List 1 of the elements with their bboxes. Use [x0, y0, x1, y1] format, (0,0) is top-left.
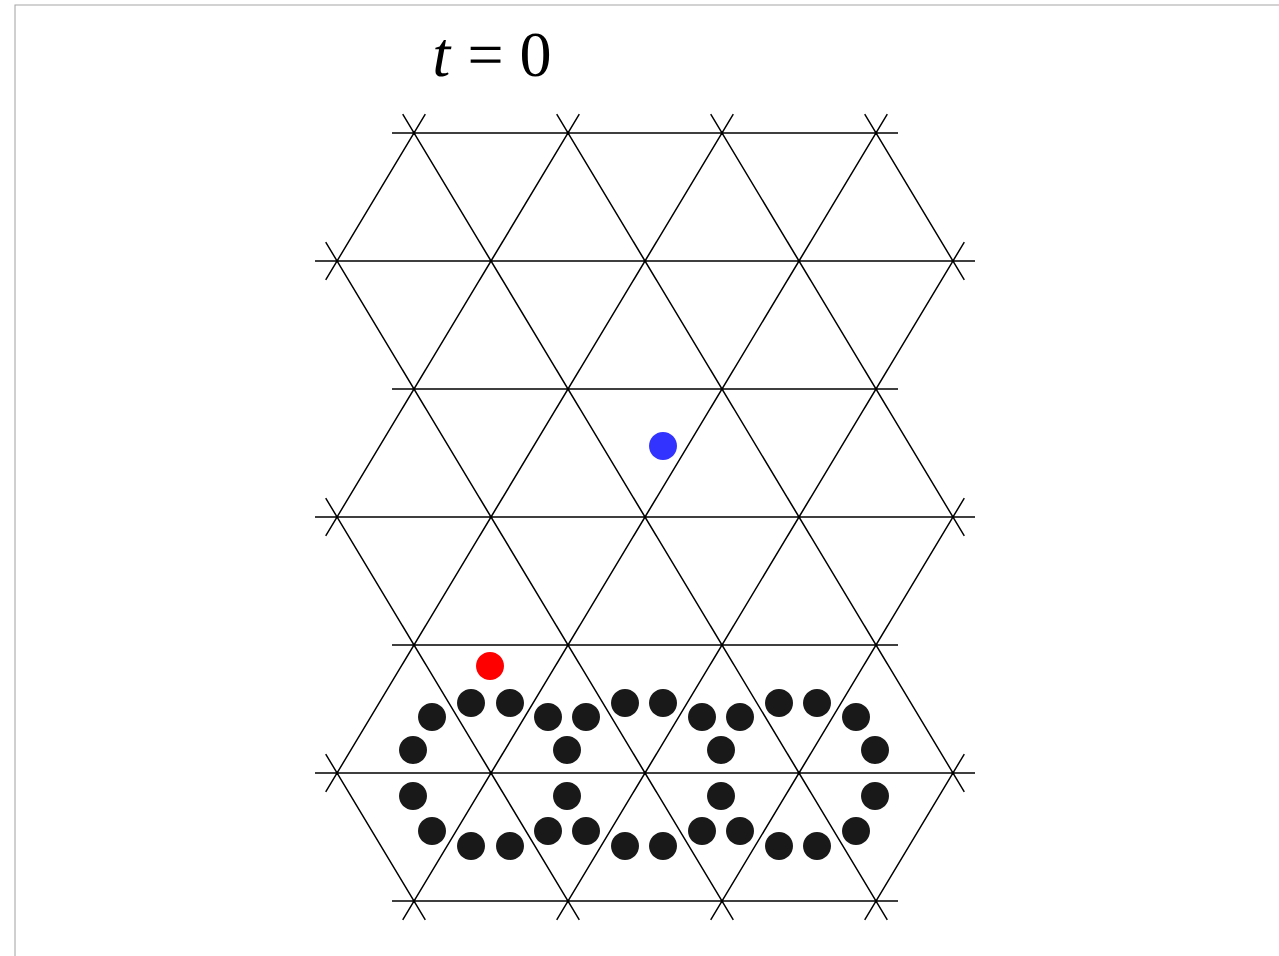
title: t = 0 [435, 33, 550, 77]
